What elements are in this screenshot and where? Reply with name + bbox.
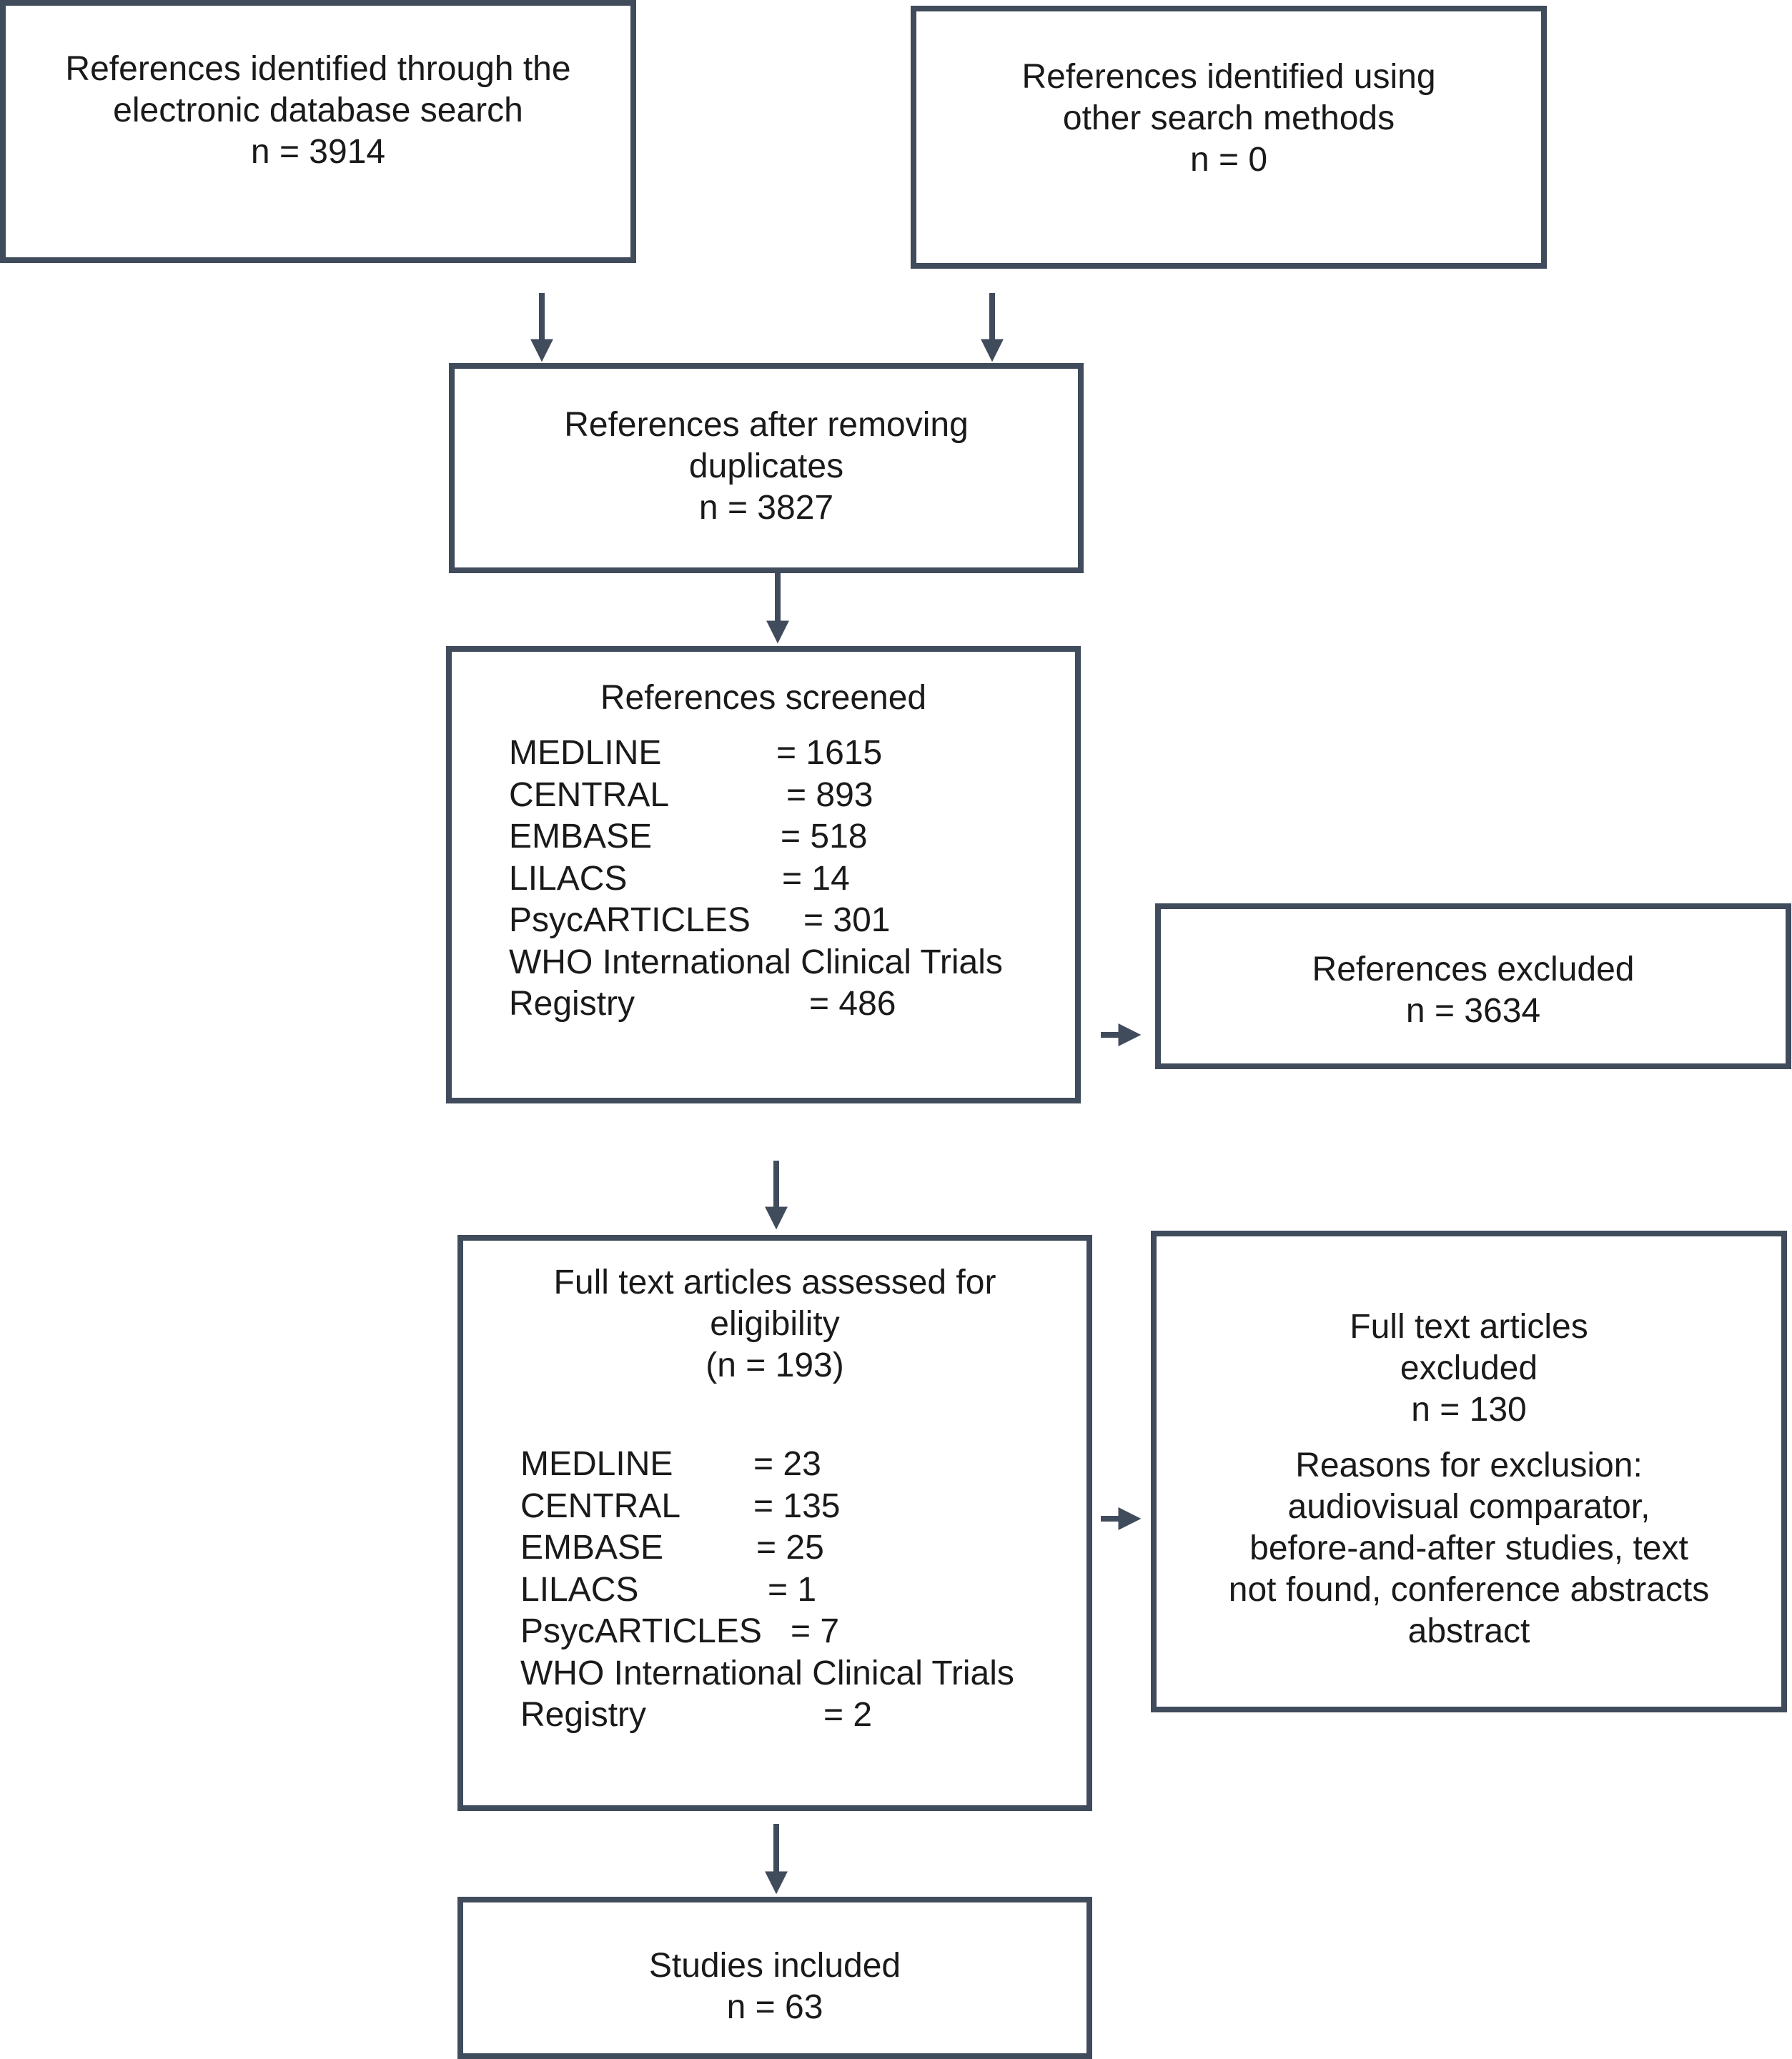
screened-row: PsycARTICLES = 301 bbox=[509, 900, 1066, 942]
full-text-database-list: MEDLINE = 23 CENTRAL = 135 EMBASE = 25 L… bbox=[520, 1444, 1078, 1737]
database-count: = 486 bbox=[809, 985, 896, 1023]
box-identified-other: References identified using other search… bbox=[911, 6, 1547, 269]
full-text-assessed-count: (n = 193) bbox=[706, 1346, 844, 1384]
database-name: MEDLINE bbox=[509, 734, 662, 772]
box-references-excluded: References excluded n = 3634 bbox=[1155, 903, 1791, 1069]
after-duplicates-count: n = 3827 bbox=[698, 489, 834, 527]
database-count: = 14 bbox=[782, 859, 850, 898]
full-text-row: EMBASE = 25 bbox=[520, 1527, 1078, 1569]
screened-row: MEDLINE = 1615 bbox=[509, 733, 1066, 775]
database-count: = 25 bbox=[756, 1529, 824, 1567]
full-text-row: WHO International Clinical Trials bbox=[520, 1653, 1078, 1695]
screened-row: EMBASE = 518 bbox=[509, 816, 1066, 858]
box-after-duplicates: References after removing duplicates n =… bbox=[449, 363, 1084, 573]
database-count: = 2 bbox=[823, 1696, 873, 1734]
database-name: CENTRAL bbox=[509, 775, 670, 814]
identified-database-count: n = 3914 bbox=[250, 133, 386, 171]
database-count: = 893 bbox=[786, 775, 873, 814]
box-screened: References screened MEDLINE = 1615 CENTR… bbox=[446, 646, 1081, 1103]
full-text-excluded-line-2: excluded bbox=[1400, 1349, 1538, 1387]
database-count: = 7 bbox=[791, 1612, 840, 1650]
database-name: LILACS bbox=[509, 859, 628, 898]
database-name: EMBASE bbox=[509, 818, 653, 855]
full-text-row: PsycARTICLES = 7 bbox=[520, 1611, 1078, 1653]
full-text-assessed-line-2: eligibility bbox=[710, 1305, 840, 1343]
database-name: Registry bbox=[520, 1696, 647, 1734]
studies-included-label: Studies included bbox=[648, 1947, 901, 1985]
box-full-text-assessed: Full text articles assessed for eligibil… bbox=[457, 1235, 1092, 1811]
database-count: = 1 bbox=[768, 1570, 817, 1609]
database-name: EMBASE bbox=[520, 1529, 664, 1567]
screened-row: Registry = 486 bbox=[509, 983, 1066, 1026]
references-excluded-count: n = 3634 bbox=[1405, 992, 1541, 1030]
database-count: = 1615 bbox=[776, 734, 883, 772]
full-text-excluded-count: n = 130 bbox=[1411, 1391, 1527, 1429]
full-text-row: Registry = 2 bbox=[520, 1695, 1078, 1737]
box-studies-included: Studies included n = 63 bbox=[457, 1897, 1092, 2059]
box-full-text-excluded: Full text articles excluded n = 130 Reas… bbox=[1151, 1231, 1787, 1712]
database-name: PsycARTICLES bbox=[509, 901, 751, 939]
full-text-row: MEDLINE = 23 bbox=[520, 1444, 1078, 1486]
exclusion-reason-line: abstract bbox=[1407, 1612, 1530, 1650]
exclusion-reasons-heading: Reasons for exclusion: bbox=[1295, 1447, 1643, 1484]
database-count: = 518 bbox=[781, 818, 868, 855]
references-excluded-label: References excluded bbox=[1312, 951, 1635, 988]
full-text-row: LILACS = 1 bbox=[520, 1569, 1078, 1612]
after-duplicates-line-1: References after removing bbox=[564, 406, 969, 444]
screened-title: References screened bbox=[600, 679, 927, 717]
database-count: = 301 bbox=[803, 901, 891, 939]
database-count: = 23 bbox=[753, 1445, 821, 1483]
database-count: = 135 bbox=[753, 1487, 841, 1525]
screened-row: WHO International Clinical Trials bbox=[509, 942, 1066, 984]
screened-database-list: MEDLINE = 1615 CENTRAL = 893 EMBASE = 51… bbox=[509, 733, 1066, 1026]
database-name: WHO International Clinical Trials bbox=[509, 943, 1003, 981]
exclusion-reason-line: not found, conference abstracts bbox=[1228, 1571, 1710, 1609]
identified-database-line-2: electronic database search bbox=[113, 91, 523, 129]
identified-database-line-1: References identified through the bbox=[65, 50, 571, 88]
box-identified-database: References identified through the electr… bbox=[0, 0, 636, 263]
studies-included-count: n = 63 bbox=[726, 1988, 823, 2026]
after-duplicates-line-2: duplicates bbox=[688, 447, 844, 485]
database-name: LILACS bbox=[520, 1570, 639, 1609]
database-name: WHO International Clinical Trials bbox=[520, 1654, 1014, 1692]
identified-other-count: n = 0 bbox=[1189, 141, 1268, 179]
database-name: Registry bbox=[509, 985, 635, 1023]
exclusion-reason-line: audiovisual comparator, bbox=[1287, 1488, 1650, 1526]
database-name: PsycARTICLES bbox=[520, 1612, 762, 1650]
full-text-excluded-line-1: Full text articles bbox=[1350, 1308, 1588, 1346]
full-text-row: CENTRAL = 135 bbox=[520, 1486, 1078, 1528]
full-text-assessed-line-1: Full text articles assessed for bbox=[553, 1264, 996, 1301]
identified-other-line-1: References identified using bbox=[1021, 58, 1436, 96]
database-name: CENTRAL bbox=[520, 1487, 681, 1525]
identified-other-line-2: other search methods bbox=[1062, 99, 1395, 137]
exclusion-reason-line: before-and-after studies, text bbox=[1249, 1529, 1688, 1567]
screened-row: CENTRAL = 893 bbox=[509, 775, 1066, 817]
screened-row: LILACS = 14 bbox=[509, 858, 1066, 900]
database-name: MEDLINE bbox=[520, 1445, 673, 1483]
